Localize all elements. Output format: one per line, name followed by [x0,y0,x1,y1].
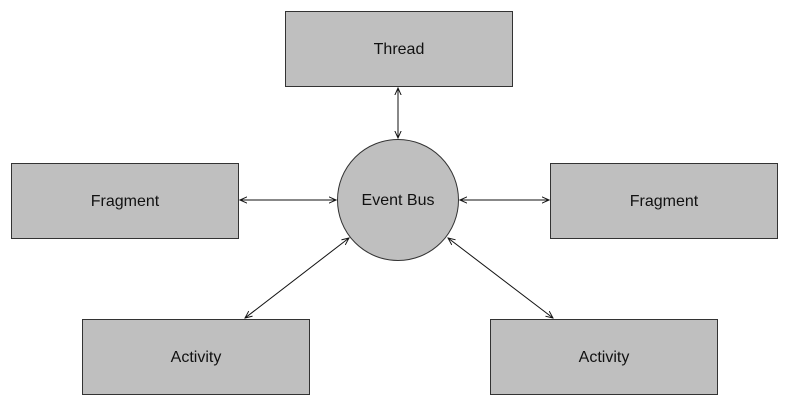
node-event-bus: Event Bus [337,139,459,261]
node-fragment-left: Fragment [11,163,239,239]
edge-hub-activity-right [448,238,553,318]
node-thread: Thread [285,11,513,87]
node-fragment-right: Fragment [550,163,778,239]
edge-hub-activity-left [245,238,349,318]
node-activity-right: Activity [490,319,718,395]
node-thread-label: Thread [374,41,425,58]
node-activity-left-label: Activity [171,349,222,366]
node-activity-right-label: Activity [579,349,630,366]
node-activity-left: Activity [82,319,310,395]
node-fragment-right-label: Fragment [630,193,699,210]
node-fragment-left-label: Fragment [91,193,160,210]
node-event-bus-label: Event Bus [362,192,435,209]
